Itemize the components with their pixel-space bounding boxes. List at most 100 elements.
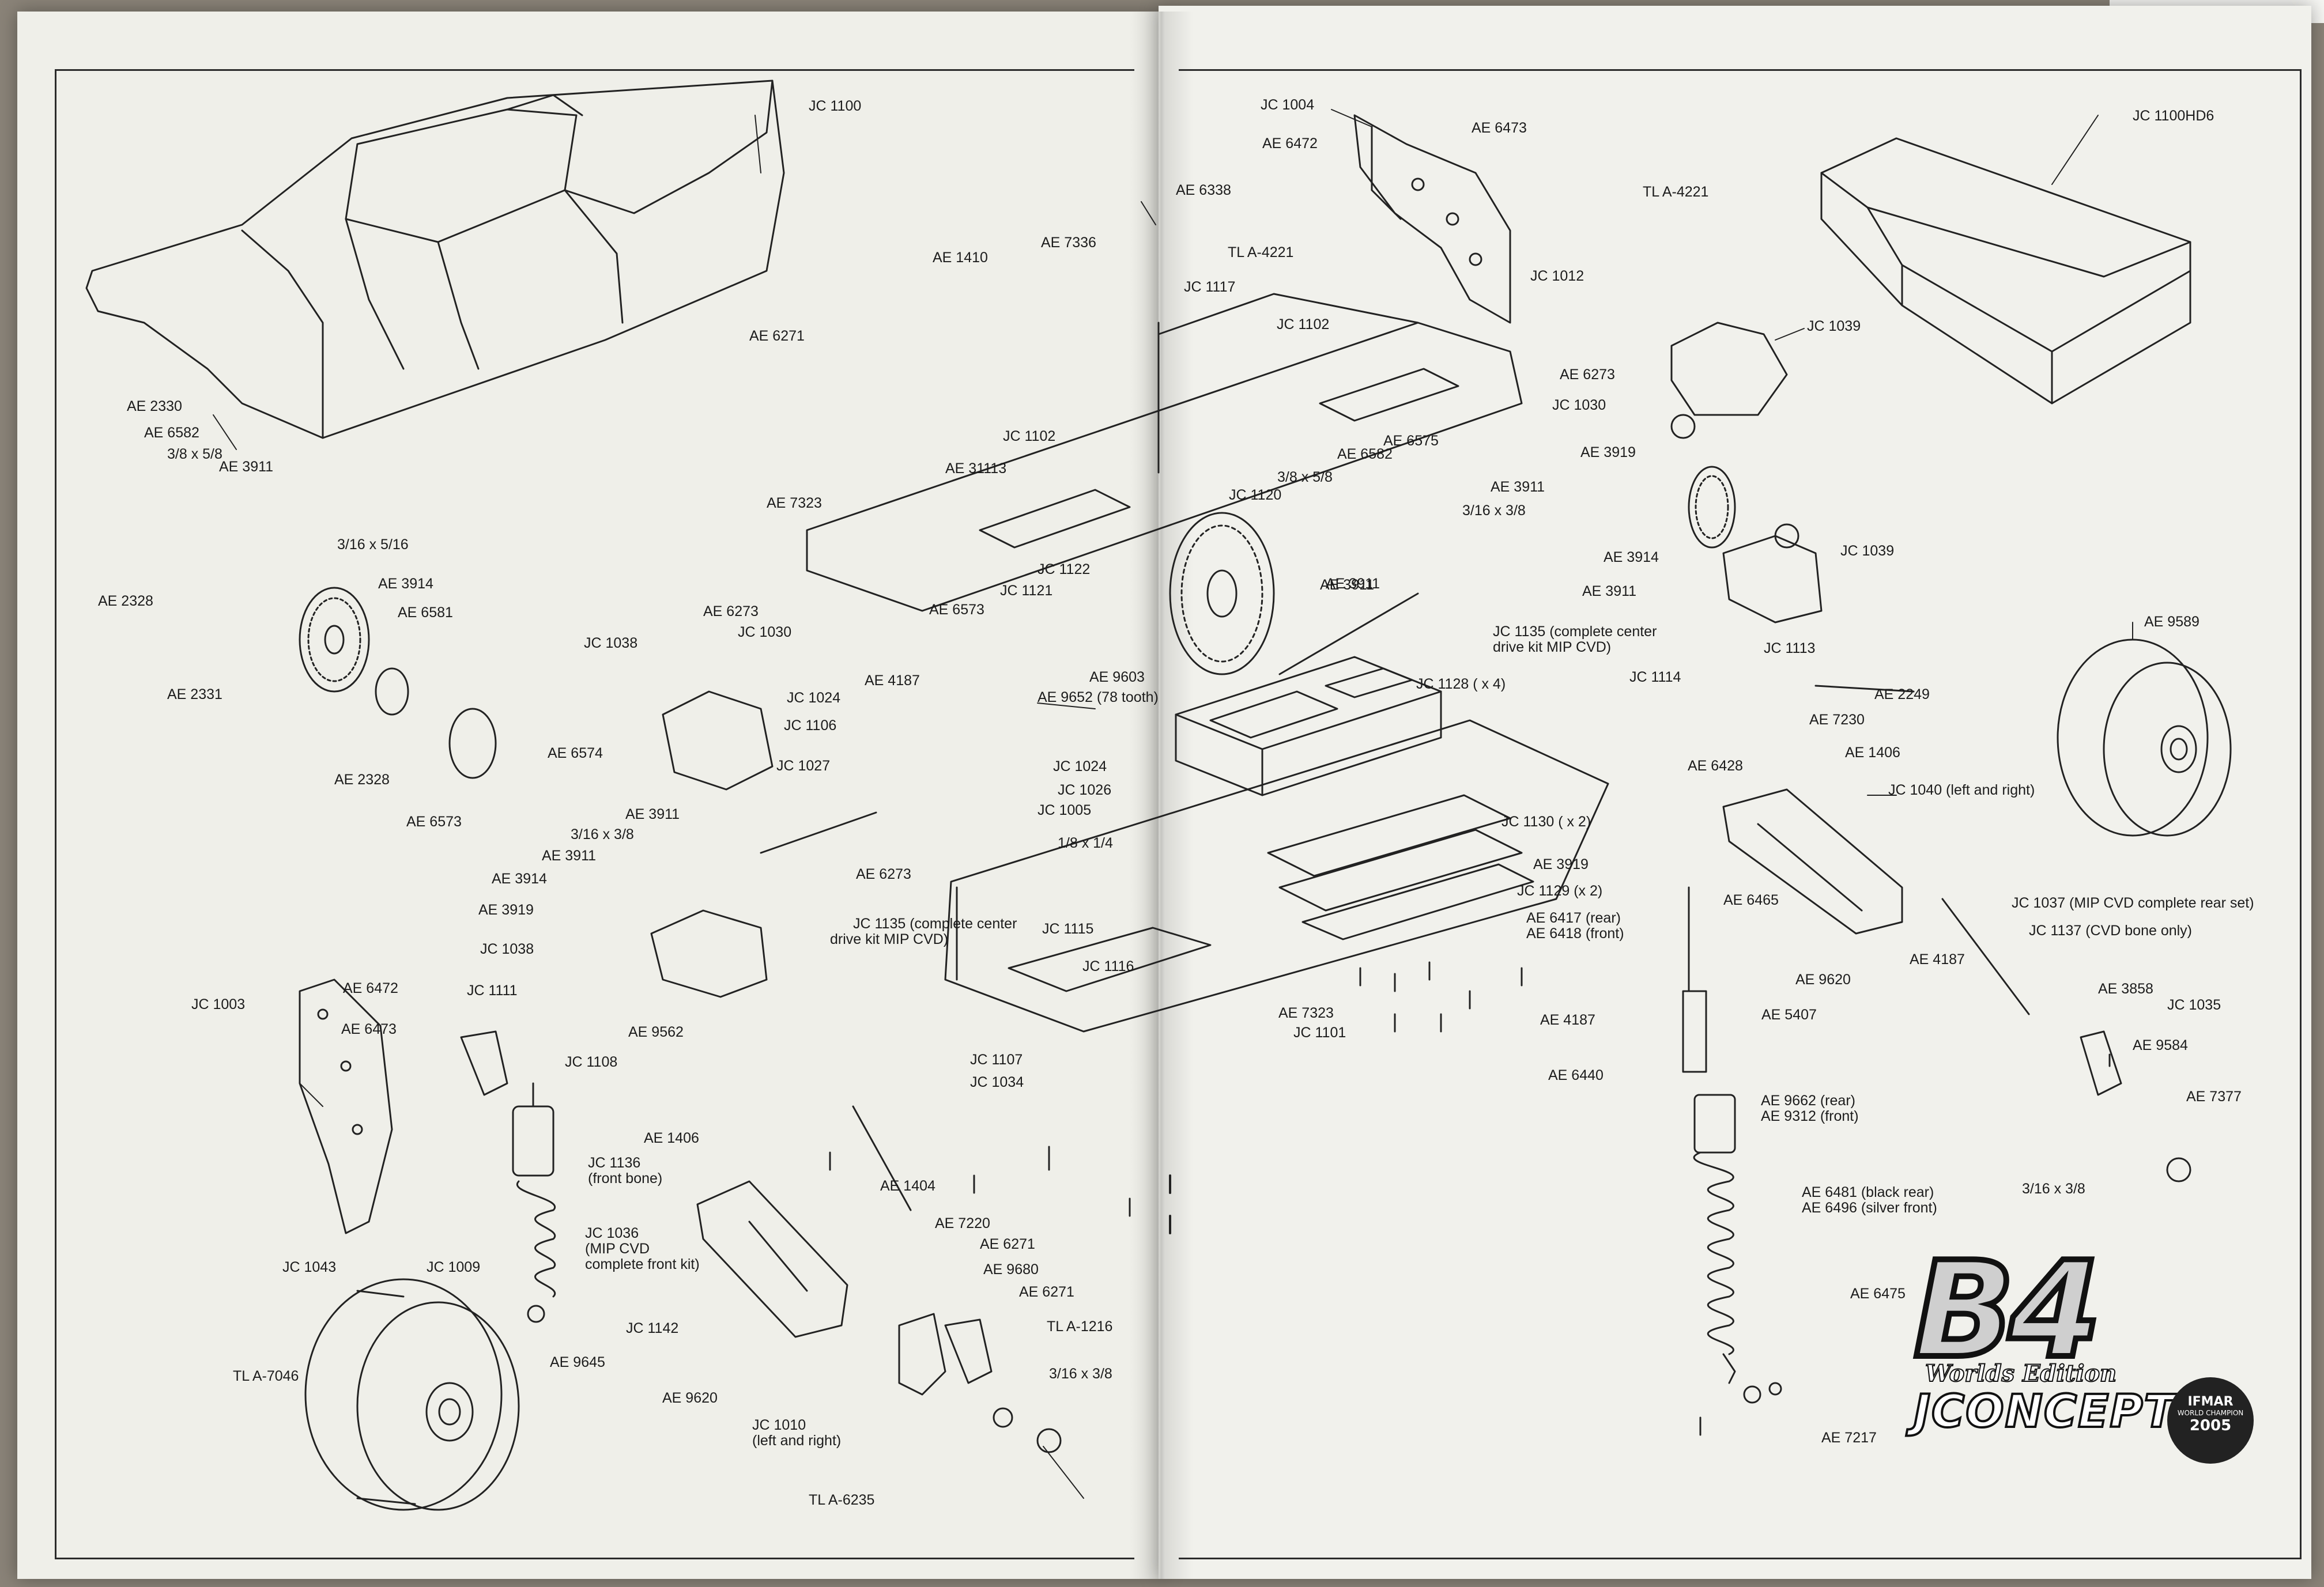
right-page-frame [1179, 69, 2302, 1559]
part-label: AE 3911 [1491, 479, 1545, 495]
part-label: 3/16 x 3/8 [571, 826, 634, 842]
part-label: JC 1121 [1000, 583, 1053, 599]
front-diff-gear-icon [299, 587, 497, 779]
part-label: AE 6418 (front) [1526, 925, 1624, 942]
driveshaft-icon [760, 322, 2030, 1211]
part-label: JC 1100 [809, 98, 862, 114]
part-label: AE 3911 [1320, 577, 1375, 593]
part-label: complete front kit) [585, 1256, 700, 1272]
part-label: AE 6582 [1337, 446, 1393, 462]
part-label: AE 6271 [749, 328, 805, 344]
part-label: AE 6338 [1176, 182, 1231, 198]
part-label: AE 2331 [167, 686, 222, 702]
screw-icon [829, 961, 2111, 1436]
part-label: JC 1106 [784, 717, 837, 734]
part-label: 3/8 x 5/8 [167, 446, 222, 462]
part-label: AE 3914 [492, 871, 547, 887]
part-label: AE 5407 [1761, 1007, 1817, 1023]
front-wheel-icon [304, 1278, 520, 1511]
part-label: JC 1030 [1552, 397, 1606, 413]
part-label: AE 6582 [144, 425, 199, 441]
part-label: JC 1039 [1840, 543, 1895, 559]
body-shell-icon [85, 80, 785, 439]
leader-lines [213, 109, 2133, 1499]
part-label: AE 2328 [98, 593, 153, 609]
part-label: JC 1108 [565, 1054, 618, 1070]
rear-arm-icon [1722, 788, 1903, 935]
part-label: AE 9620 [1795, 972, 1851, 988]
part-label: AE 2330 [127, 398, 182, 414]
part-label: AE 7323 [1278, 1005, 1334, 1021]
part-label: AE 6271 [1019, 1284, 1074, 1300]
part-label: AE 6472 [343, 980, 398, 996]
part-label: JC 1012 [1530, 268, 1584, 284]
part-label: AE 6496 (silver front) [1802, 1200, 1937, 1216]
ifmar-seal: IFMAR WORLD CHAMPION 2005 [2167, 1377, 2254, 1464]
part-label: JC 1037 (MIP CVD complete rear set) [2012, 895, 2254, 911]
spur-gear-icon [1169, 512, 1275, 675]
part-label: AE 1404 [880, 1178, 935, 1194]
part-label: AE 6273 [856, 866, 911, 882]
battery-tray-icon [1175, 656, 1442, 796]
part-label: drive kit MIP CVD) [830, 931, 949, 947]
part-label: AE 3919 [478, 902, 534, 918]
part-label: AE 6573 [406, 814, 462, 830]
part-label: JC 1010 [752, 1417, 806, 1433]
logo-edition: Worlds Edition [1925, 1359, 2117, 1388]
logo-mark: B4 [1911, 1234, 2104, 1388]
part-label: 3/16 x 3/8 [2022, 1181, 2085, 1197]
part-label: AE 7220 [935, 1215, 990, 1231]
part-label: AE 3911 [625, 806, 680, 822]
part-label: AE 3911 [542, 848, 597, 864]
part-label: JC 1024 [1053, 758, 1107, 774]
part-label: JC 1135 (complete center [853, 916, 1017, 932]
front-gearbox-icon [650, 690, 774, 998]
part-label: AE 3919 [1580, 444, 1636, 460]
part-label: JC 1009 [427, 1259, 481, 1275]
part-label: AE 9312 (front) [1761, 1108, 1859, 1124]
part-label: AE 6475 [1850, 1286, 1906, 1302]
chassis-plate-icon [944, 719, 1609, 1033]
seal-line: WORLD CHAMPION [2177, 1409, 2244, 1417]
part-label: 1/8 x 1/4 [1058, 835, 1113, 851]
part-label: AE 9620 [662, 1390, 718, 1406]
part-label: JC 1038 [584, 635, 638, 651]
part-label: 3/16 x 3/8 [1462, 502, 1526, 519]
part-label: AE 6271 [980, 1236, 1035, 1252]
part-label: AE 9589 [2144, 614, 2200, 630]
part-label: AE 7323 [767, 495, 822, 511]
part-label: AE 9603 [1089, 669, 1145, 685]
seal-line: IFMAR [2187, 1395, 2234, 1409]
part-label: JC 1100HD6 [2133, 108, 2214, 124]
part-label: AE 3858 [2098, 981, 2153, 997]
rear-gearbox-icon [1670, 322, 1823, 624]
part-label: (front bone) [588, 1170, 663, 1187]
part-label: AE 7336 [1041, 235, 1096, 251]
part-label: JC 1102 [1003, 428, 1056, 444]
part-label: AE 6428 [1688, 758, 1743, 774]
part-label: AE 4187 [865, 672, 920, 689]
shock-tower-icon [299, 978, 508, 1234]
part-label: JC 1115 [1042, 921, 1094, 937]
part-label: AE 9652 (78 tooth) [1038, 689, 1159, 705]
part-label: (left and right) [752, 1433, 842, 1449]
left-page-frame [55, 69, 1134, 1559]
part-label: JC 1107 [970, 1052, 1023, 1068]
part-label: AE 3914 [1604, 549, 1659, 565]
book-gutter [1130, 12, 1193, 1579]
part-label: AE 6273 [1560, 366, 1615, 383]
rear-bulkhead-icon [1353, 114, 1511, 324]
part-label: AE 6573 [929, 602, 984, 618]
part-label: AE 6472 [1262, 135, 1318, 152]
part-label: AE 3919 [1533, 856, 1589, 872]
front-arm-icon [696, 1180, 848, 1338]
part-label: JC 1136 [588, 1155, 641, 1171]
part-label: AE 1406 [644, 1130, 699, 1146]
part-label: (MIP CVD [585, 1241, 650, 1257]
part-label: AE 31113 [945, 460, 1007, 477]
part-label: JC 1040 (left and right) [1888, 782, 2035, 798]
part-label: JC 1004 [1261, 97, 1315, 113]
part-label: JC 1111 [467, 983, 518, 999]
part-label: AE 6465 [1723, 892, 1779, 908]
